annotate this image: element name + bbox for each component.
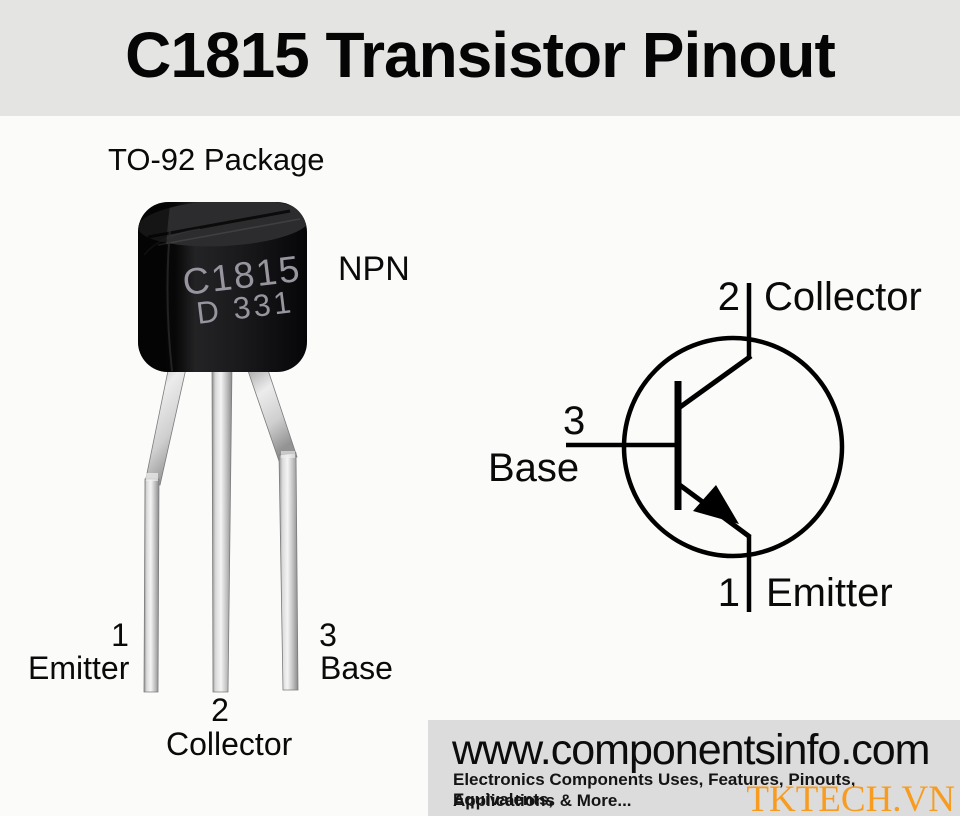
transistor-photo: C1815 D 331: [138, 202, 307, 693]
footer-tagline-2: Applications & More...: [453, 791, 632, 810]
lead-emitter: [144, 360, 188, 486]
lead-base-upper: [245, 364, 298, 462]
footer-credit-bar: www.componentsinfo.com Electronics Compo…: [428, 720, 960, 816]
schematic-collector-label: Collector: [764, 275, 922, 319]
emitter-arrowhead: [693, 485, 739, 524]
title-bar: C1815 Transistor Pinout: [0, 0, 960, 116]
lead-emitter-lower: [143, 478, 160, 693]
transistor-polarity-label: NPN: [338, 250, 410, 288]
schematic-emitter-label: Emitter: [766, 571, 893, 615]
photo-pin2-number: 2: [211, 692, 229, 728]
schematic-base-label: Base: [488, 446, 580, 490]
website-url: www.componentsinfo.com: [452, 726, 930, 774]
photo-pin2-name: Collector: [166, 726, 293, 762]
photo-pin3-name: Base: [320, 650, 393, 686]
photo-pin3-number: 3: [319, 617, 337, 653]
lead-collector: [211, 362, 233, 693]
transistor-body: C1815 D 331: [138, 202, 307, 372]
npn-schematic-symbol: [566, 283, 845, 612]
package-type-label: TO-92 Package: [108, 142, 325, 177]
photo-pin1-number: 1: [111, 617, 129, 653]
schematic-base-number: 3: [563, 399, 586, 443]
schematic-emitter-number: 1: [717, 571, 740, 615]
page-title: C1815 Transistor Pinout: [125, 19, 836, 91]
tktech-watermark: TKTECH.VN: [746, 779, 955, 816]
schematic-collector-number: 2: [717, 275, 740, 319]
collector-diagonal: [674, 353, 753, 413]
footer-tagline-1: Electronics Components Uses, Features, P…: [453, 770, 856, 809]
transistor-leads: [143, 360, 299, 693]
photo-pin1-name: Emitter: [28, 650, 130, 686]
lead-base: [278, 452, 299, 691]
